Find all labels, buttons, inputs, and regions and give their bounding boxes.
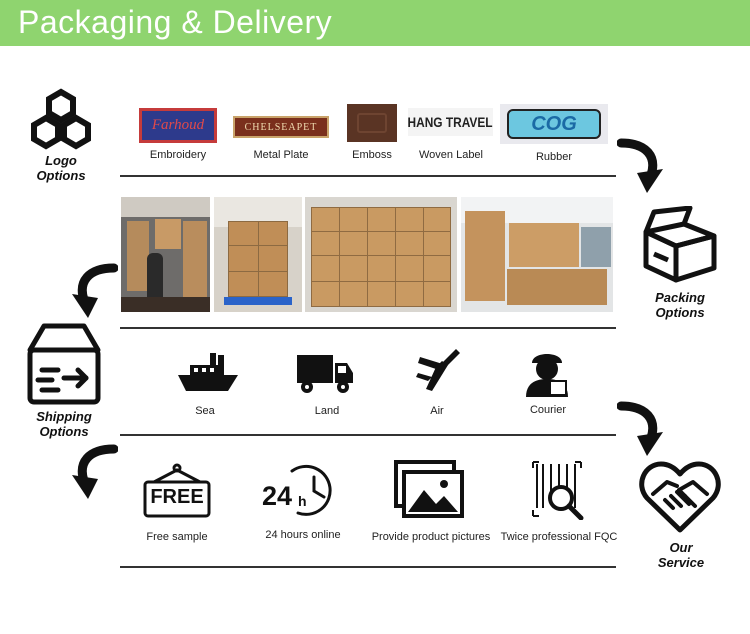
packing-box-icon — [640, 205, 720, 284]
logo-options-icon — [28, 88, 94, 150]
clock-h-text: h — [298, 493, 307, 509]
emboss-label: Emboss — [352, 149, 392, 161]
free-sign-icon: FREE — [142, 462, 212, 520]
product-pictures-label: Provide product pictures — [371, 531, 491, 543]
land-label: Land — [314, 405, 340, 417]
logo-options-title: Logo Options — [36, 153, 86, 183]
shipping-options-title: Shipping Options — [36, 409, 92, 439]
rubber-sample: COG — [500, 104, 608, 144]
rubber-label: Rubber — [535, 151, 573, 163]
24-hours-online-label: 24 hours online — [265, 529, 341, 541]
rubber-sample-text: COG — [531, 112, 577, 135]
fqc-label: Twice professional FQC — [500, 531, 618, 543]
metal-plate-sample-text: CHELSEAPET — [244, 121, 318, 133]
our-service-title: Our Service — [657, 540, 705, 570]
courier-label: Courier — [529, 404, 567, 416]
curved-arrow-icon — [70, 262, 119, 320]
page-title: Packaging & Delivery — [18, 4, 333, 40]
embroidery-label: Embroidery — [149, 149, 207, 161]
airplane-icon — [412, 347, 462, 395]
embroidery-sample-text: Farhoud — [151, 117, 205, 133]
metal-plate-sample: CHELSEAPET — [233, 116, 329, 138]
handshake-heart-icon — [639, 460, 721, 534]
clock-24-text: 24 — [262, 481, 293, 511]
packing-photo-pallet — [214, 197, 302, 312]
divider-packing — [120, 327, 616, 329]
free-sign-text: FREE — [150, 486, 204, 508]
clock-24h-icon: 24 h — [262, 463, 342, 519]
free-sample-label: Free sample — [146, 531, 208, 543]
courier-icon — [522, 345, 572, 399]
packing-photo-warehouse — [461, 197, 613, 312]
sea-label: Sea — [195, 405, 215, 417]
packing-photo-boxes — [305, 197, 457, 312]
packing-photo-container — [121, 197, 210, 312]
curved-arrow-icon — [616, 137, 665, 195]
emboss-sample — [347, 104, 397, 142]
metal-plate-label: Metal Plate — [253, 149, 309, 161]
ship-icon — [176, 351, 240, 395]
divider-shipping — [120, 434, 616, 436]
embroidery-sample: Farhoud — [139, 108, 217, 143]
curved-arrow-icon — [616, 400, 665, 458]
shipping-box-icon — [24, 320, 104, 406]
divider-service — [120, 566, 616, 568]
woven-label-label: Woven Label — [418, 149, 483, 161]
woven-label-sample-text: HANG TRAVEL — [408, 114, 493, 130]
header-banner: Packaging & Delivery — [0, 0, 750, 46]
woven-label-sample: HANG TRAVEL — [408, 108, 493, 136]
truck-icon — [295, 351, 355, 395]
curved-arrow-icon — [70, 443, 119, 501]
packing-options-title: Packing Options — [655, 290, 705, 320]
divider-logo — [120, 175, 616, 177]
air-label: Air — [430, 405, 444, 417]
inspection-icon — [529, 460, 585, 521]
pictures-icon — [394, 460, 466, 520]
